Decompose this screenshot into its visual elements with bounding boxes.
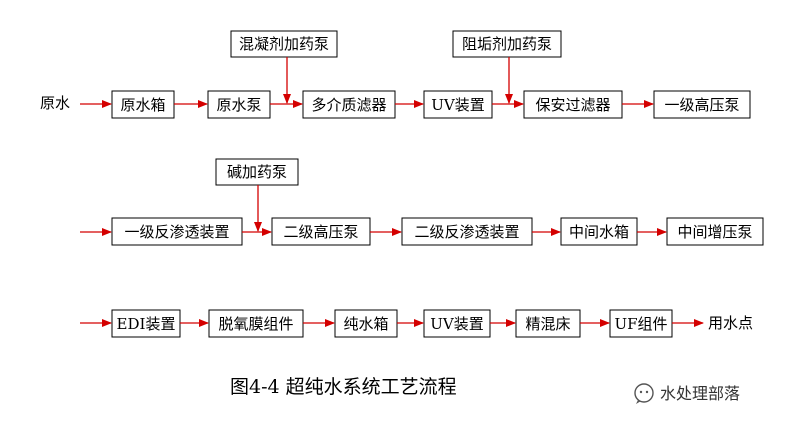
node-multimedia-filter: 多介质滤器 (302, 90, 396, 119)
node-label: 纯水箱 (343, 315, 388, 333)
row-1: 原水 原水箱 原水泵 多介质滤器 UV装置 保安过滤器 一级高压泵 混凝剂 (40, 30, 751, 119)
node-label: 一级高压泵 (664, 96, 739, 114)
injection-coagulant-pump: 混凝剂加药泵 (230, 30, 338, 58)
watermark-text: 水处理部落 (660, 384, 740, 403)
node-label: 原水箱 (120, 96, 165, 114)
injection-alkali-pump: 碱加药泵 (215, 158, 299, 186)
node-label: 混凝剂加药泵 (239, 35, 329, 53)
node-pure-water-tank: 纯水箱 (334, 309, 398, 338)
row-3: EDI装置 脱氧膜组件 纯水箱 UV装置 精混床 UF组件 用水点 (80, 309, 753, 338)
node-label: UV装置 (430, 315, 483, 333)
node-uv-unit-1: UV装置 (423, 90, 493, 119)
node-secondary-ro-unit: 二级反渗透装置 (401, 217, 533, 246)
node-raw-water-pump: 原水泵 (207, 90, 271, 119)
node-uv-unit-2: UV装置 (423, 309, 491, 338)
sink-point-of-use: 用水点 (708, 314, 753, 332)
node-label: 脱氧膜组件 (218, 315, 293, 333)
node-primary-hp-pump: 一级高压泵 (653, 90, 751, 119)
node-polishing-mixed-bed: 精混床 (515, 309, 581, 338)
source-raw-water: 原水 (40, 94, 70, 112)
wechat-icon (634, 383, 654, 404)
figure-caption: 图4-4 超纯水系统工艺流程 (230, 376, 457, 398)
node-label: 中间增压泵 (677, 223, 752, 241)
node-secondary-hp-pump: 二级高压泵 (271, 217, 371, 246)
injection-antiscalant-pump: 阻垢剂加药泵 (452, 30, 562, 58)
node-label: 碱加药泵 (227, 163, 287, 181)
node-label: 多介质滤器 (311, 96, 386, 114)
node-label: UF组件 (614, 315, 667, 333)
node-edi-unit: EDI装置 (111, 309, 181, 338)
node-label: 保安过滤器 (535, 96, 610, 114)
node-label: 精混床 (525, 315, 570, 333)
node-raw-water-tank: 原水箱 (111, 90, 175, 119)
node-label: 二级反渗透装置 (414, 223, 519, 241)
node-intermediate-tank: 中间水箱 (560, 217, 638, 246)
node-label: 二级高压泵 (283, 223, 358, 241)
node-uf-module: UF组件 (609, 309, 673, 338)
node-intermediate-booster-pump: 中间增压泵 (666, 217, 764, 246)
node-label: 原水泵 (216, 96, 261, 114)
watermark: 水处理部落 (634, 383, 740, 404)
row-2: 一级反渗透装置 二级高压泵 二级反渗透装置 中间水箱 中间增压泵 碱加药泵 (80, 158, 764, 246)
node-label: EDI装置 (117, 315, 176, 333)
node-degassing-membrane: 脱氧膜组件 (208, 309, 304, 338)
node-label: UV装置 (431, 96, 484, 114)
node-security-filter: 保安过滤器 (523, 90, 623, 119)
node-primary-ro-unit: 一级反渗透装置 (111, 217, 243, 246)
node-label: 阻垢剂加药泵 (462, 35, 552, 53)
node-label: 一级反渗透装置 (124, 223, 229, 241)
node-label: 中间水箱 (569, 223, 629, 241)
